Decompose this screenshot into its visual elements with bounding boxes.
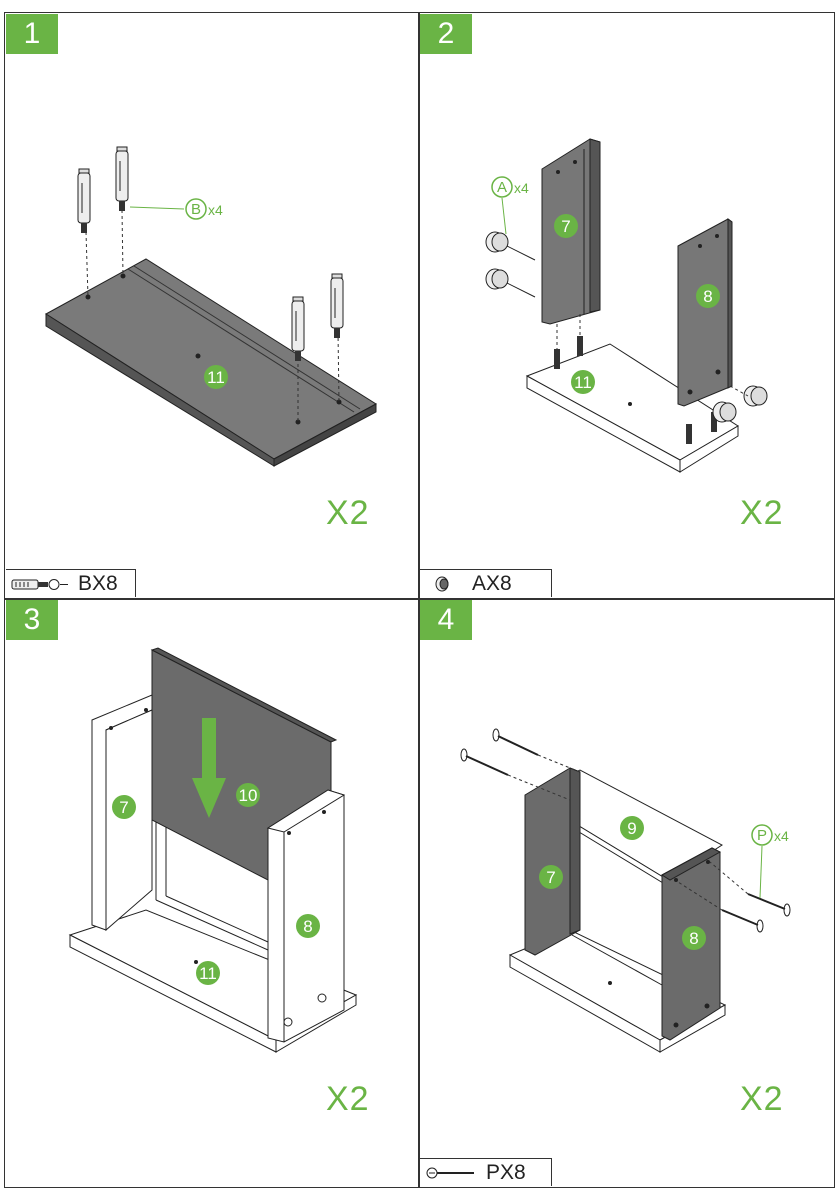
screw-icon: [721, 909, 764, 933]
part-number-badge: [236, 783, 260, 807]
grid-divider-vertical: [418, 12, 420, 1188]
multiplier-text: X2: [740, 494, 784, 532]
part-number: 8: [703, 287, 712, 306]
screw-icon: [460, 748, 509, 776]
instruction-grid: [4, 12, 835, 1188]
part-number: 10: [239, 786, 258, 805]
cam-lock-icon: [485, 231, 536, 261]
callout-qty: x4: [514, 180, 529, 196]
part-number-badge: [196, 961, 220, 985]
step-2-panel: 2: [420, 14, 834, 597]
parts-label: BX8: [78, 571, 118, 595]
step-1-panel: 1: [6, 14, 417, 597]
down-arrow-icon: [192, 718, 226, 818]
part-number-badge: [620, 816, 644, 840]
cam-bolt-icon: [11, 578, 68, 590]
step-4-panel: 4: [420, 600, 834, 1186]
callout-badge: [491, 176, 513, 198]
part-number-badge: [204, 365, 228, 389]
multiplier-text: X2: [326, 494, 370, 532]
cam-lock-icon: [435, 576, 449, 591]
part-number-badge: [554, 214, 578, 238]
step-3-illustration: 7 10 8 11: [68, 647, 358, 1053]
multiplier-text: X2: [326, 1080, 370, 1118]
part-number-badge: [696, 284, 720, 308]
step-4-illustration: P x4 9 7 8: [460, 728, 791, 1053]
part-number-badge: [571, 370, 595, 394]
step-1-illustration: B x4 11: [45, 146, 377, 467]
part-number: 9: [627, 819, 636, 838]
callout-qty: x4: [208, 202, 223, 218]
part-number: 7: [119, 798, 128, 817]
part-number: 11: [574, 373, 592, 392]
part-number-badge: [539, 865, 563, 889]
part-number: 8: [689, 929, 698, 948]
step-2-illustration: A x4 7 8 11: [485, 138, 768, 473]
callout-letter: B: [191, 201, 201, 218]
cam-lock-icon: [712, 401, 737, 423]
cam-lock-icon: [743, 385, 768, 407]
callout-qty: x4: [774, 828, 789, 844]
step-number-badge: 4: [420, 600, 472, 640]
cam-bolt-icon: [115, 146, 129, 211]
part-number-badge: [112, 795, 136, 819]
part-number: 7: [561, 217, 570, 236]
screw-icon: [747, 893, 791, 917]
board-11-side-edge: [273, 403, 377, 467]
part-number: 11: [207, 368, 225, 387]
cam-bolt-icon: [77, 168, 91, 233]
cam-lock-icon: [485, 268, 536, 298]
part-number: 7: [546, 868, 555, 887]
parts-box: BX8: [6, 569, 136, 597]
screw-icon: [426, 1167, 474, 1178]
parts-box: AX8: [420, 569, 552, 597]
callout-letter: A: [497, 179, 507, 196]
screw-icon: [492, 728, 539, 756]
callout-badge: [185, 198, 207, 220]
multiplier-text: X2: [740, 1080, 784, 1118]
step-number-badge: 3: [6, 600, 58, 640]
parts-box: PX8: [420, 1158, 552, 1186]
part-number: 11: [199, 964, 217, 983]
part-number: 8: [303, 917, 312, 936]
grid-divider-horizontal: [4, 598, 835, 600]
part-number-badge: [296, 914, 320, 938]
part-number-badge: [682, 926, 706, 950]
cam-bolt-icon: [330, 273, 344, 338]
parts-label: PX8: [486, 1160, 526, 1184]
step-number-badge: 2: [420, 14, 472, 54]
board-11-top: [45, 258, 377, 460]
callout-badge: [751, 824, 773, 846]
callout-letter: P: [757, 827, 767, 844]
cam-bolt-icon: [291, 296, 305, 361]
parts-label: AX8: [472, 571, 512, 595]
step-3-panel: 3 7 10 8: [6, 600, 417, 1186]
step-number-badge: 1: [6, 14, 58, 54]
